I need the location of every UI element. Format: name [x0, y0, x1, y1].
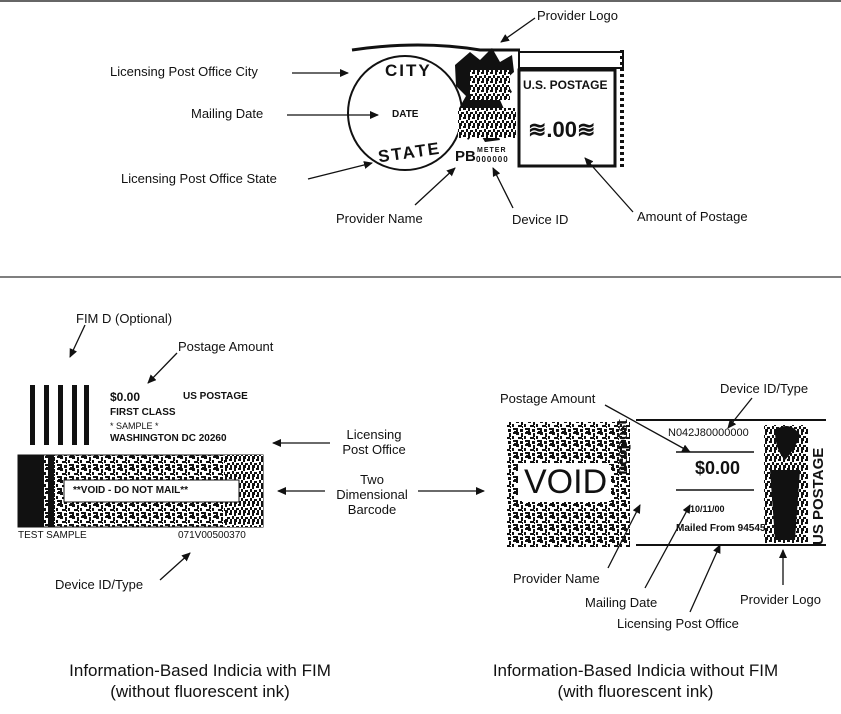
- label-right-licensing-po: Licensing Post Office: [617, 616, 739, 631]
- torch-logo: [764, 425, 808, 543]
- label-provider-logo: Provider Logo: [537, 8, 618, 23]
- right-stamp-date: 10/11/00: [690, 504, 725, 514]
- label-barcode-line2: Dimensional: [336, 486, 408, 502]
- label-licensing-state: Licensing Post Office State: [121, 171, 277, 186]
- label-left-licensing-po-line1: Licensing: [346, 427, 402, 442]
- left-stamp-device-no: 071V00500370: [178, 530, 246, 541]
- label-amount-of-postage: Amount of Postage: [637, 209, 748, 224]
- arrow-right-mailing-date: [644, 504, 691, 589]
- meter-city: CITY: [385, 61, 432, 80]
- label-left-licensing-po: Licensing Post Office: [334, 427, 414, 458]
- label-right-postage-amount: Postage Amount: [500, 391, 596, 406]
- label-licensing-city: Licensing Post Office City: [110, 64, 258, 79]
- right-stamp-brand: neopost: [612, 419, 631, 475]
- left-stamp-test-sample: TEST SAMPLE: [18, 530, 87, 541]
- caption-right: Information-Based Indicia without FIM (w…: [430, 660, 841, 703]
- label-right-provider-logo: Provider Logo: [740, 592, 821, 607]
- arrow-fim: [69, 324, 86, 358]
- left-stamp-city-zip: WASHINGTON DC 20260: [110, 433, 227, 444]
- left-stamp-void: **VOID - DO NOT MAIL**: [73, 485, 189, 496]
- arrow-device-id: [492, 167, 514, 209]
- arrow-right-device-id: [727, 397, 753, 429]
- meter-pb: PB: [455, 148, 476, 165]
- caption-left-line1: Information-Based Indicia with FIM: [69, 661, 331, 680]
- caption-left: Information-Based Indicia with FIM (with…: [0, 660, 400, 703]
- label-barcode-line3: Barcode: [347, 501, 397, 517]
- meter-stamp: [347, 43, 624, 171]
- left-stamp-sample: * SAMPLE *: [110, 421, 159, 431]
- right-stamp-void: VOID: [522, 463, 610, 502]
- meter-label: METER: [477, 147, 507, 154]
- fim-bars: [30, 385, 89, 445]
- meter-number: 000000: [476, 155, 509, 164]
- left-2d-barcode: [17, 454, 264, 528]
- arrow-left-device-id: [159, 552, 191, 581]
- left-stamp-amount: $0.00: [110, 390, 141, 404]
- label-right-provider-name: Provider Name: [513, 571, 600, 586]
- caption-left-line2: (without fluorescent ink): [110, 682, 290, 702]
- meter-date: DATE: [392, 109, 419, 120]
- caption-right-line2: (with fluorescent ink): [557, 682, 714, 702]
- label-device-id: Device ID: [512, 212, 569, 227]
- left-stamp-us-postage: US POSTAGE: [183, 391, 248, 402]
- label-right-device-id: Device ID/Type: [720, 381, 809, 396]
- arrow-amount: [584, 157, 634, 213]
- label-right-mailing-date: Mailing Date: [585, 595, 658, 610]
- arrow-provider-logo: [500, 17, 536, 43]
- meter-us-postage: U.S. POSTAGE: [523, 78, 608, 92]
- arrow-provider-name: [414, 167, 456, 206]
- meter-amount: ≋.00≋: [528, 117, 596, 142]
- caption-right-line1: Information-Based Indicia without FIM: [492, 661, 779, 680]
- right-stamp-mailed-from: Mailed From 94545: [676, 523, 766, 534]
- postage-box: [517, 68, 617, 168]
- left-stamp-class: FIRST CLASS: [110, 407, 176, 418]
- right-stamp-device-no: N042J80000000: [668, 427, 749, 439]
- label-barcode-line1: Two: [360, 472, 384, 487]
- arrow-left-postage-amount: [147, 352, 178, 384]
- arrow-right-postage-amount: [604, 404, 691, 453]
- right-stamp-amount: $0.00: [695, 458, 741, 478]
- label-provider-name: Provider Name: [336, 211, 423, 226]
- arrow-right-licensing-po: [689, 544, 721, 613]
- label-two-dimensional-barcode: Two Dimensional Barcode: [326, 472, 418, 518]
- label-left-postage-amount: Postage Amount: [178, 339, 274, 354]
- label-fim-d: FIM D (Optional): [76, 311, 173, 326]
- wing-edge: [351, 43, 520, 52]
- eagle-logo: [455, 48, 516, 142]
- right-stamp-us-postage: US POSTAGE: [810, 447, 827, 545]
- label-left-licensing-po-line2: Post Office: [342, 441, 406, 457]
- arrow-state: [307, 161, 373, 180]
- label-mailing-date: Mailing Date: [191, 106, 264, 121]
- label-left-device-id: Device ID/Type: [55, 577, 144, 592]
- arrow-right-provider-name: [607, 504, 641, 569]
